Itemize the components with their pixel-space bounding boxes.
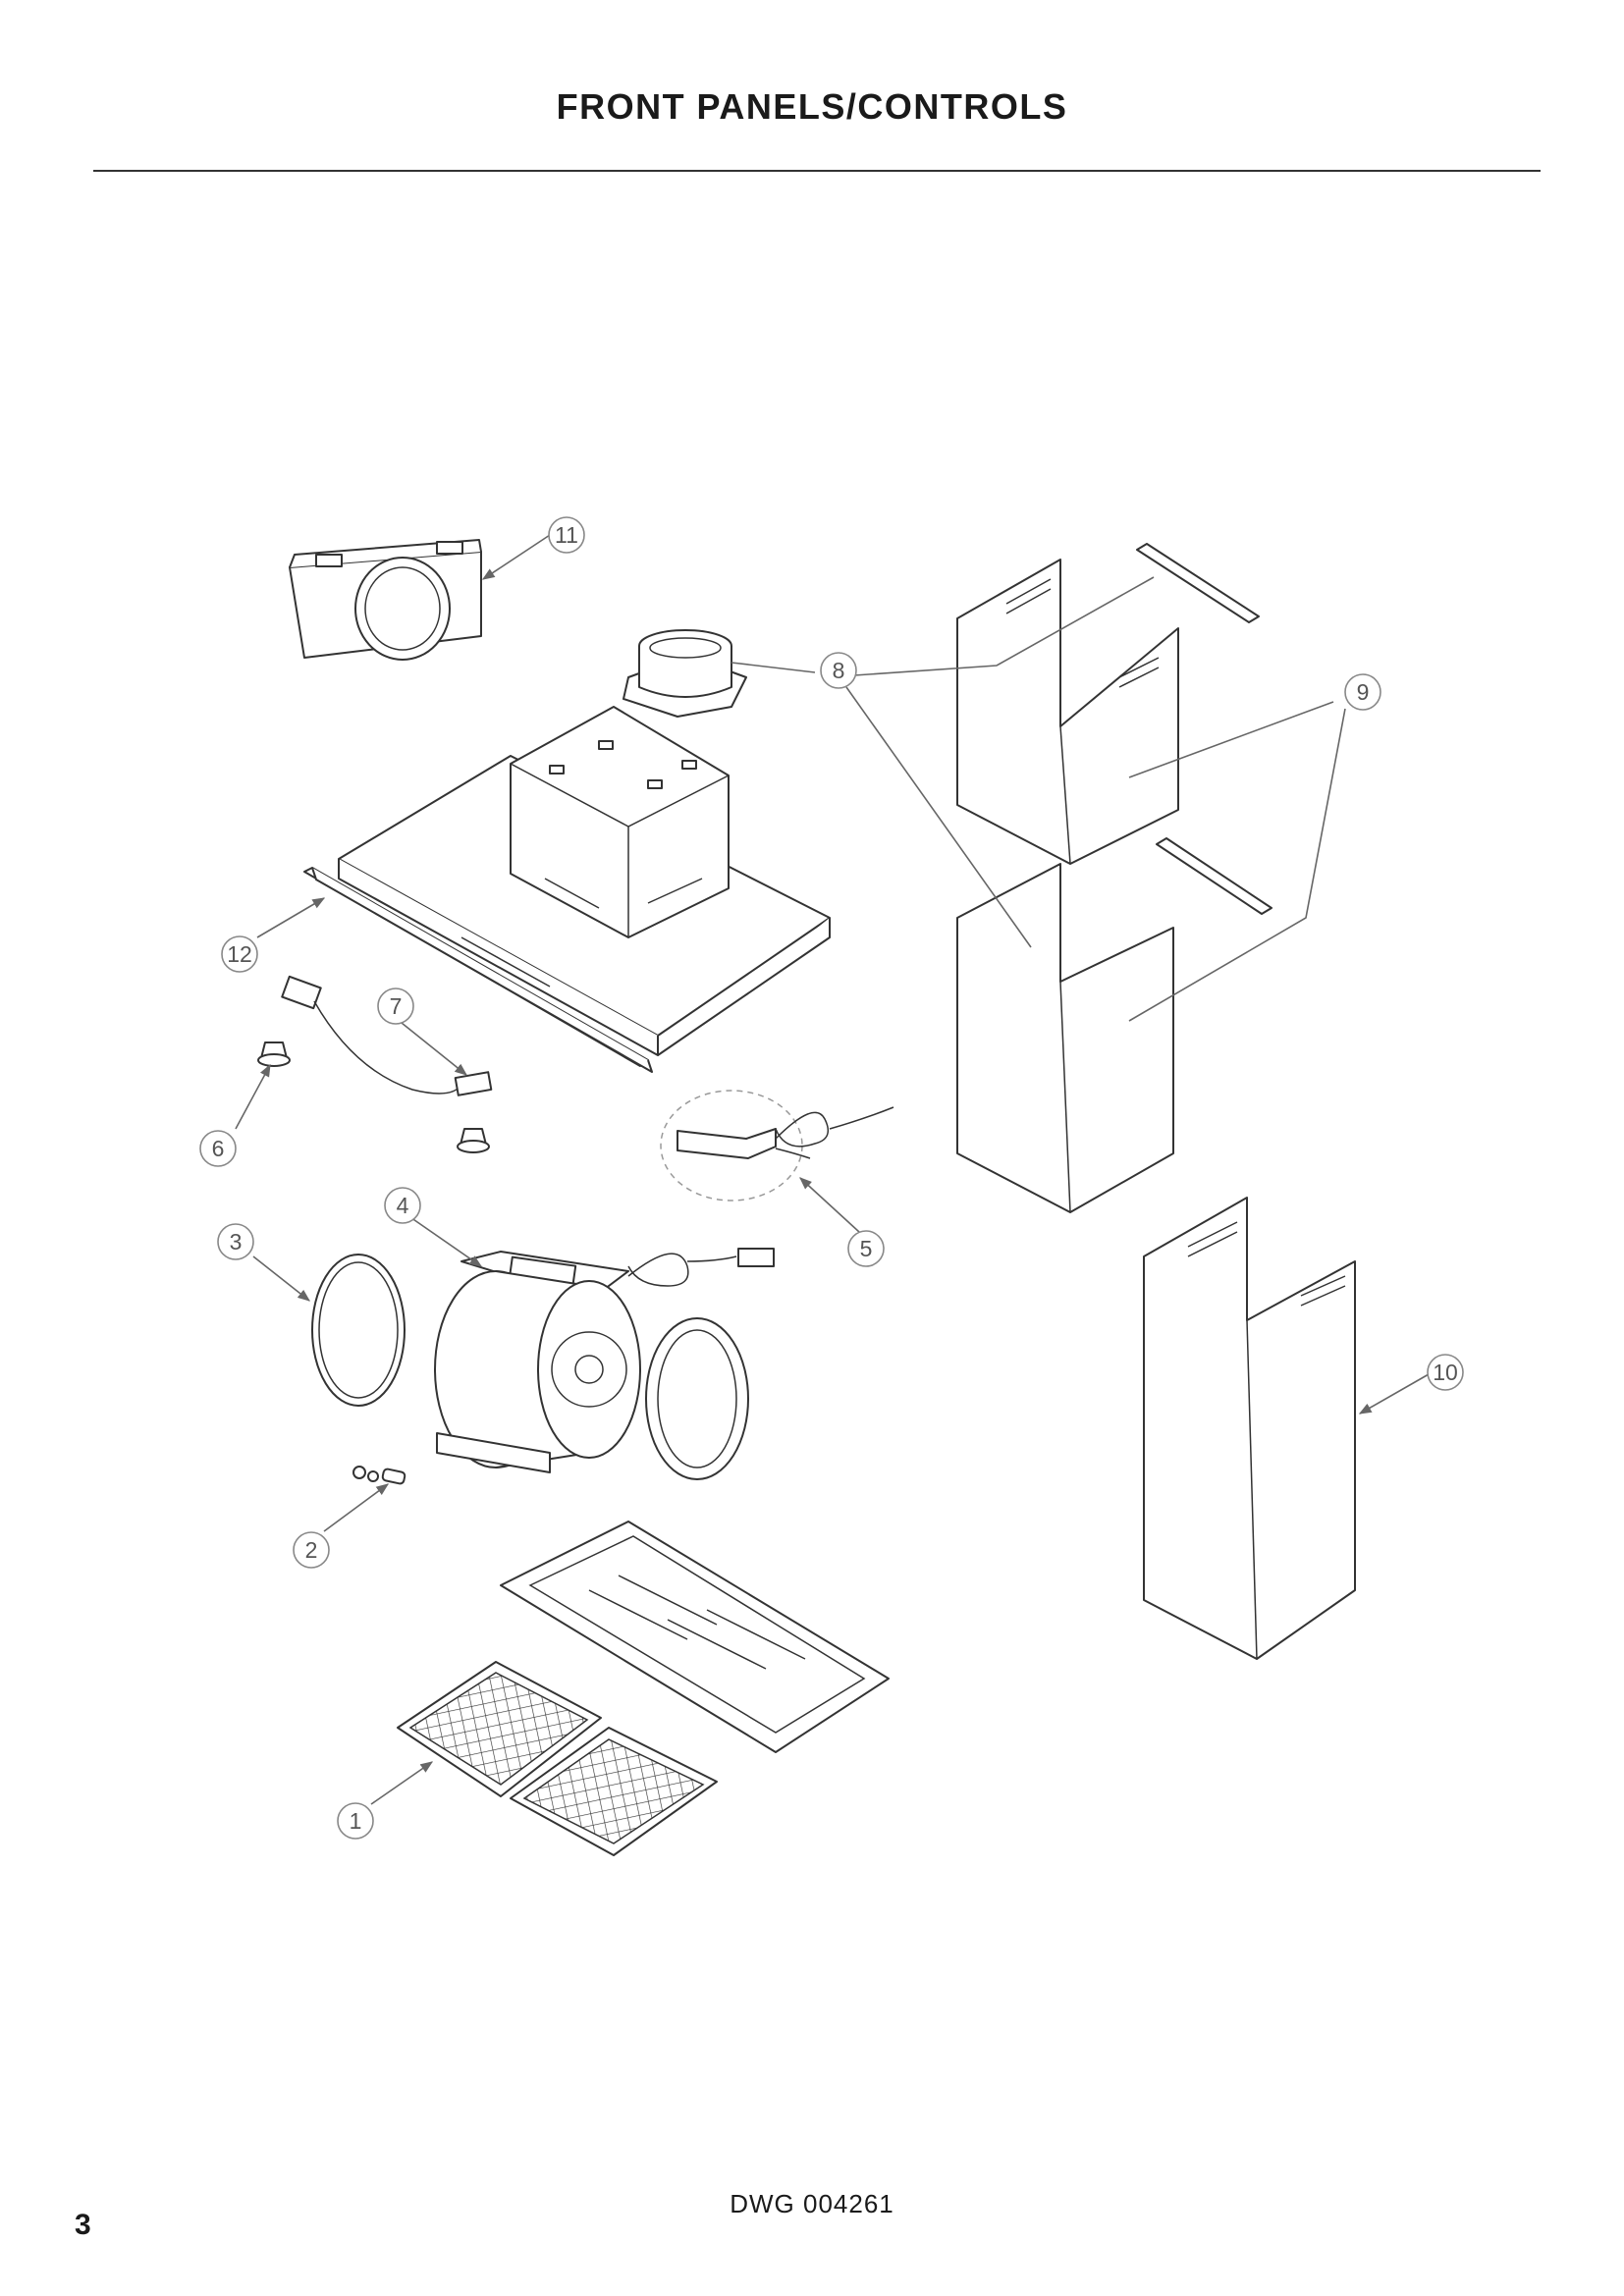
light-harness-part <box>281 975 493 1096</box>
drawing-number: DWG 004261 <box>730 2189 894 2218</box>
callout-2: 2 <box>293 1531 330 1569</box>
callout-label: 5 <box>860 1236 873 1261</box>
callout-12: 12 <box>221 935 258 973</box>
duct-extension-box-part <box>289 539 482 661</box>
grease-filter-part <box>397 1661 718 1856</box>
callout-8: 8 <box>820 652 857 689</box>
callout-label: 3 <box>230 1229 243 1255</box>
callout-label: 7 <box>390 993 403 1019</box>
callouts: 1 2 3 4 5 6 7 8 9 10 11 12 <box>199 516 1464 1840</box>
callout-3: 3 <box>217 1223 254 1260</box>
baffle-grille-part <box>500 1521 890 1753</box>
lower-chimney-part <box>1143 1197 1356 1660</box>
callout-5: 5 <box>847 1230 885 1267</box>
upper-chimney-part <box>956 543 1272 1213</box>
halogen-light-part <box>257 1041 490 1153</box>
callout-label: 4 <box>397 1193 409 1218</box>
callout-label: 10 <box>1433 1360 1458 1385</box>
page-title: FRONT PANELS/CONTROLS <box>556 86 1068 127</box>
callout-label: 2 <box>305 1537 318 1563</box>
callout-label: 12 <box>227 941 252 967</box>
callout-label: 11 <box>555 522 578 548</box>
page-number: 3 <box>75 2209 91 2241</box>
callout-label: 9 <box>1357 679 1370 705</box>
callout-label: 8 <box>833 658 845 683</box>
leader-lines <box>235 534 1430 1805</box>
callout-11: 11 <box>548 516 585 554</box>
callout-7: 7 <box>377 988 414 1025</box>
callout-label: 6 <box>212 1136 225 1161</box>
callout-9: 9 <box>1344 673 1381 711</box>
motor-ring-rear-part <box>311 1254 406 1407</box>
title-divider <box>93 170 1541 172</box>
front-trim-strip-part <box>303 867 653 1073</box>
callout-10: 10 <box>1427 1354 1464 1391</box>
motor-ring-front-part <box>645 1317 749 1480</box>
hood-body-part <box>338 706 831 1056</box>
callout-6: 6 <box>199 1130 237 1167</box>
motor-blower-part <box>434 1248 775 1473</box>
control-module-part <box>660 1090 894 1201</box>
duct-adaptor-part <box>623 629 747 718</box>
callout-4: 4 <box>384 1187 421 1224</box>
callout-label: 1 <box>350 1808 362 1834</box>
capacitor-part <box>352 1466 406 1485</box>
callout-1: 1 <box>337 1802 374 1840</box>
